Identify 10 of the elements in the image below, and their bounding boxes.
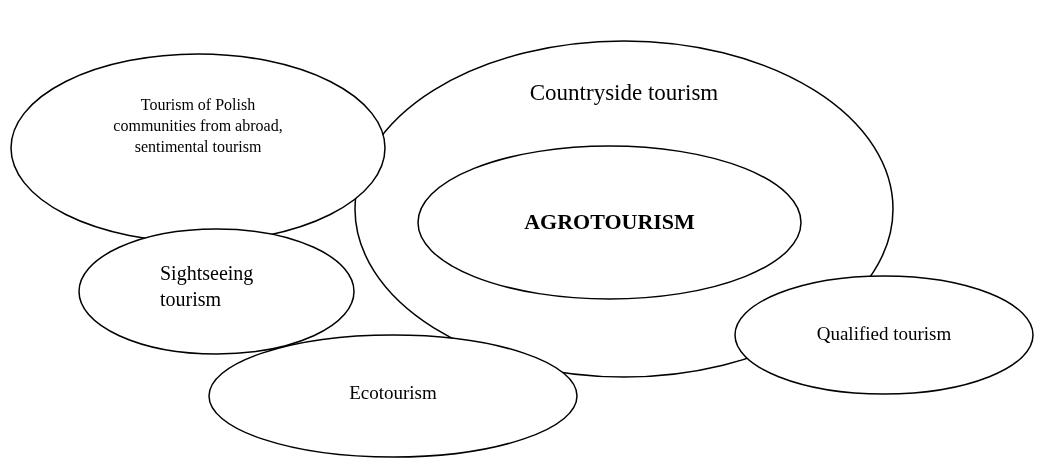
node-label: Countryside tourism [528,79,720,107]
ellipse-node [208,334,578,458]
ellipse-node [734,275,1034,395]
node-label: Ecotourism [348,381,438,405]
ellipse-node [78,228,355,355]
node-label: Qualified tourism [815,322,953,346]
node-label: Sightseeing tourism [160,261,255,312]
ellipse-node [417,145,802,300]
node-label: Tourism of Polish communities from abroad, sentimental tourism [112,95,284,157]
node-label: AGROTOURISM [523,208,696,236]
